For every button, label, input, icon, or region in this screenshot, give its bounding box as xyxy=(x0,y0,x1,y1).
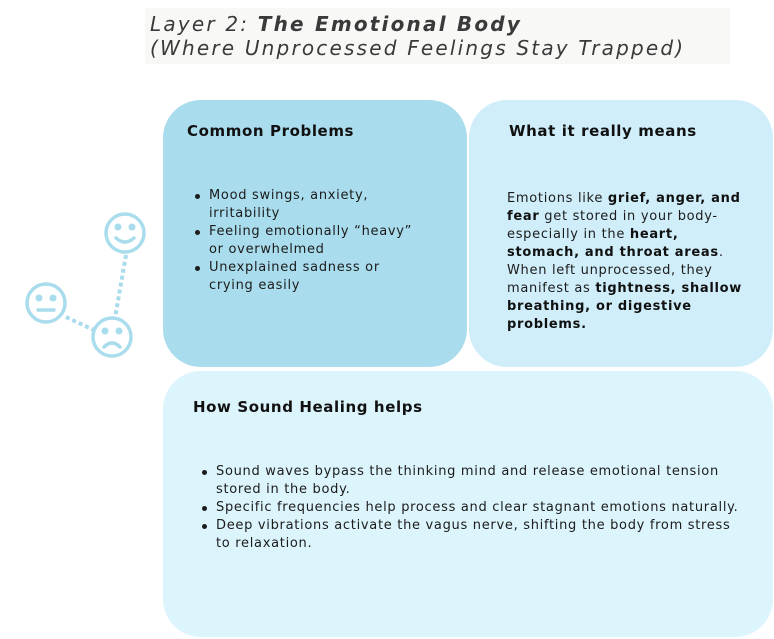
page-title-emphasis: The Emotional Body xyxy=(257,12,523,36)
common-problems-heading: Common Problems xyxy=(187,122,355,140)
list-item: Specific frequencies help process and cl… xyxy=(200,499,740,517)
text-segment-bold: heart, stomach, and throat areas xyxy=(507,227,719,260)
list-item: Feeling emotionally “heavy” or overwhelm… xyxy=(193,223,423,259)
list-item: Sound waves bypass the thinking mind and… xyxy=(200,463,740,499)
dotted-connector-line xyxy=(113,254,128,319)
text-segment: . When left unprocessed, they manifest a… xyxy=(507,245,724,296)
text-segment: Emotions like xyxy=(507,191,608,206)
sad-face-icon xyxy=(91,316,133,358)
page-title: Layer 2: The Emotional Body xyxy=(150,12,523,36)
list-item: Mood swings, anxiety, irritability xyxy=(193,187,423,223)
what-it-means-card: What it really means Emotions like grief… xyxy=(469,100,773,367)
sound-healing-heading: How Sound Healing helps xyxy=(193,398,423,416)
what-it-means-heading: What it really means xyxy=(509,122,697,140)
list-item: Deep vibrations activate the vagus nerve… xyxy=(200,517,740,553)
page-subtitle: (Where Unprocessed Feelings Stay Trapped… xyxy=(150,36,686,60)
sound-healing-list: Sound waves bypass the thinking mind and… xyxy=(200,463,740,553)
happy-face-icon xyxy=(104,212,146,254)
title-background xyxy=(145,8,730,64)
text-segment-bold: grief, anger, and fear xyxy=(507,191,741,224)
neutral-face-icon xyxy=(25,282,67,324)
common-problems-card: Common Problems Mood swings, anxiety, ir… xyxy=(163,100,467,367)
list-item: Unexplained sadness or crying easily xyxy=(193,259,423,295)
emotion-faces-decoration xyxy=(25,212,146,358)
text-segment-bold: tightness, shallow breathing, or digesti… xyxy=(507,281,743,332)
what-it-means-text: Emotions like grief, anger, and fear get… xyxy=(507,190,747,334)
common-problems-list: Mood swings, anxiety, irritability Feeli… xyxy=(193,187,423,295)
sound-healing-card: How Sound Healing helps Sound waves bypa… xyxy=(163,371,773,637)
text-segment: get stored in your body-especially in th… xyxy=(507,209,718,242)
dotted-connector-line xyxy=(65,315,95,332)
